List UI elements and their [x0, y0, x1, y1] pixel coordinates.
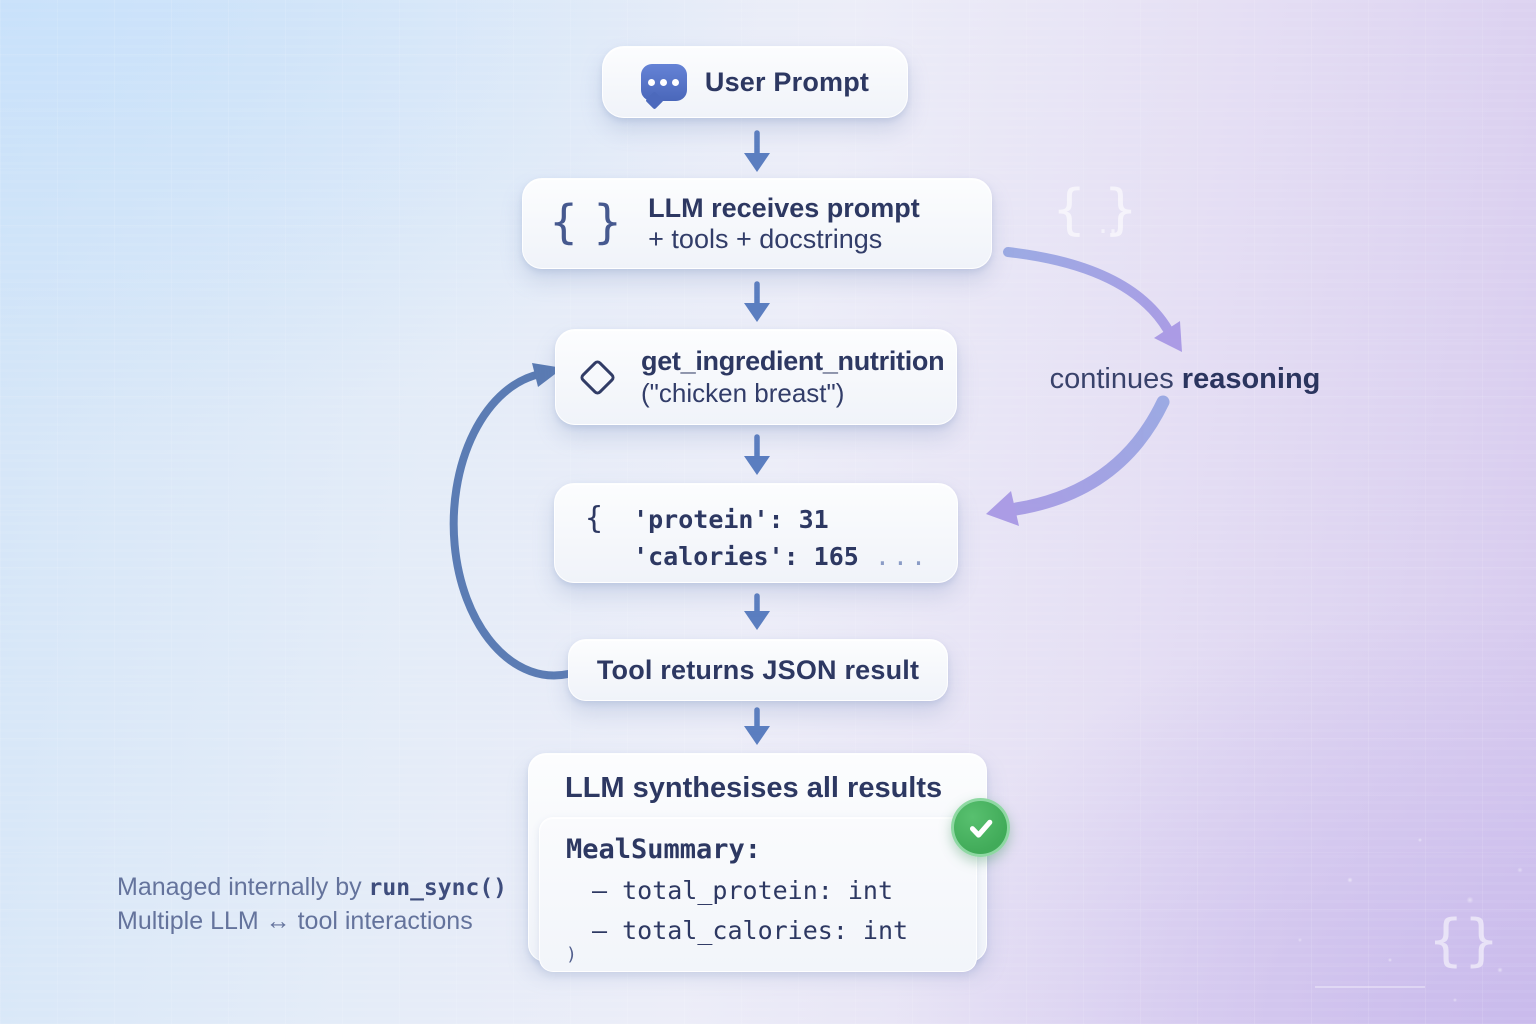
json-line-calories: 'calories': 165...	[633, 542, 929, 571]
meal-summary-card: MealSummary: – total_protein: int – tota…	[539, 817, 977, 972]
user-prompt-label: User Prompt	[704, 66, 870, 97]
caption-line1: Managed internally by run_sync()	[117, 873, 508, 901]
node-tool-call: get_ingredient_nutrition ("chicken breas…	[555, 329, 957, 425]
chat-bubble-icon	[640, 63, 687, 101]
down-arrow-1	[744, 130, 770, 172]
tool-returns-label: Tool returns JSON result	[596, 654, 920, 685]
diamond-icon	[578, 357, 617, 397]
tool-call-argument: ("chicken breast")	[641, 378, 845, 408]
node-llm-synthesis: LLM synthesises all results MealSummary:…	[528, 753, 987, 972]
synthesis-title: LLM synthesises all results	[565, 772, 943, 804]
run-sync-code: run_sync()	[368, 875, 508, 901]
meal-summary-field-calories: – total_calories: int	[592, 916, 909, 945]
node-tool-result: { 'protein': 31 'calories': 165...	[554, 483, 958, 583]
reasoning-swoosh-out	[1003, 247, 1182, 352]
json-ellipsis: ...	[874, 542, 929, 571]
check-icon	[969, 819, 992, 838]
caption: Managed internally by run_sync() Multipl…	[117, 871, 507, 938]
down-arrow-2	[744, 281, 770, 322]
reasoning-emphasis: reasoning	[1181, 363, 1321, 395]
continues-reasoning-label: continues reasoning	[1049, 363, 1321, 395]
loop-arrow	[449, 363, 572, 680]
braces-icon: { }	[549, 194, 623, 249]
node-tool-returns: Tool returns JSON result	[568, 639, 948, 701]
reasoning-swoosh-back	[986, 395, 1170, 526]
meal-summary-title: MealSummary:	[566, 834, 762, 865]
meal-summary-field-protein: – total_protein: int	[592, 876, 894, 905]
llm-receives-line1: LLM receives prompt	[648, 192, 920, 223]
down-arrow-5	[744, 707, 770, 745]
caption-line2: Multiple LLM ↔ tool interactions	[117, 907, 473, 935]
down-arrow-4	[744, 593, 770, 630]
node-llm-receives: { } LLM receives prompt + tools + docstr…	[522, 178, 992, 269]
llm-receives-line2: + tools + docstrings	[648, 223, 883, 254]
node-user-prompt: User Prompt	[602, 46, 908, 118]
json-line-protein: 'protein': 31	[633, 505, 829, 534]
success-badge	[951, 798, 1010, 857]
json-open-brace: {	[585, 501, 604, 536]
tool-call-name: get_ingredient_nutrition	[641, 346, 945, 376]
meal-summary-closing: )	[566, 944, 577, 965]
down-arrow-3	[744, 434, 770, 475]
